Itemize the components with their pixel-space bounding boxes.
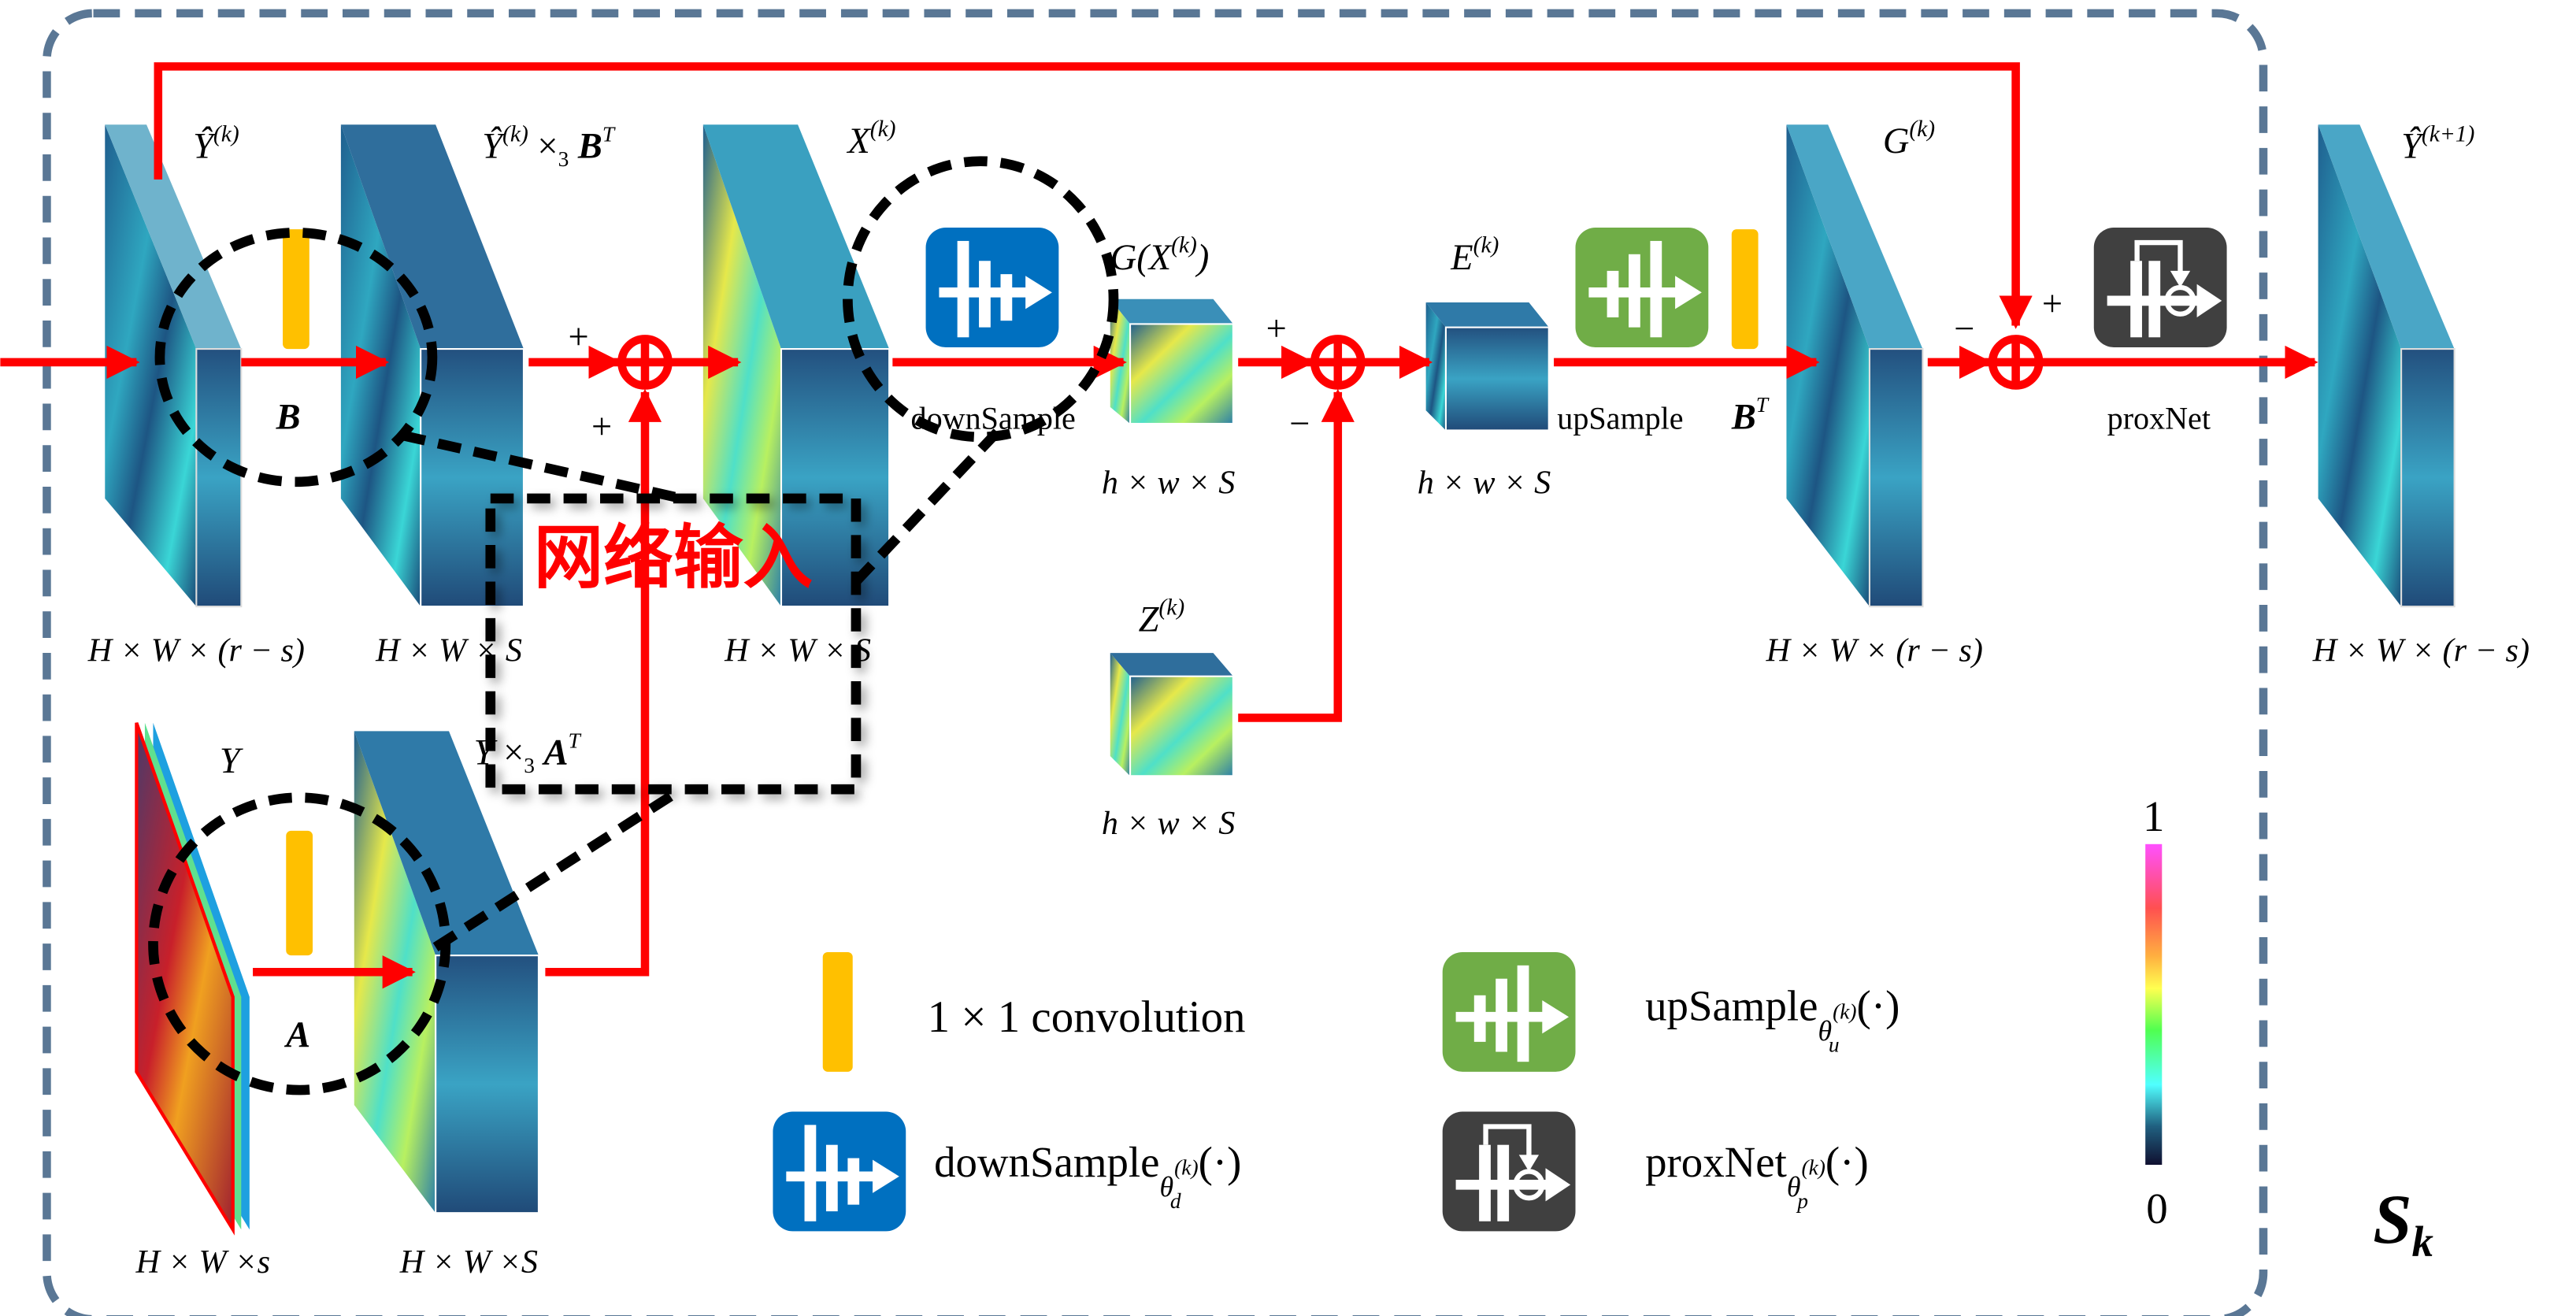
matrix-a-label: A xyxy=(284,1015,310,1055)
dims-y-hat-b: H × W × S xyxy=(375,632,522,669)
colorbar-gradient xyxy=(2145,843,2163,1166)
data-flow-arrows xyxy=(0,62,2318,989)
tensor-name-e-k: E(k) xyxy=(1450,233,1499,278)
legend-conv-label: 1 × 1 convolution xyxy=(928,992,1246,1042)
sign: − xyxy=(1289,404,1310,444)
cube-g-x xyxy=(1110,298,1234,425)
cube-e-k xyxy=(1425,302,1550,432)
upsample-label: upSample xyxy=(1557,400,1683,436)
callout-text: 网络输入 xyxy=(534,517,813,598)
stage-frame xyxy=(43,9,2268,1316)
upsample-icon xyxy=(1575,228,1709,347)
legend-proxnet-icon xyxy=(1442,1111,1576,1232)
matrix-bt-label: BT xyxy=(1731,393,1770,437)
legend-upsample-icon xyxy=(1442,951,1576,1072)
legend-upsample-label: upSampleθu(k)(·) xyxy=(1645,981,1900,1056)
callout-highlight: 网络输入 xyxy=(148,156,1119,1095)
sum-node-3 xyxy=(1988,335,2044,390)
proxnet-icon xyxy=(2093,228,2227,347)
tensor-name-y: Y xyxy=(220,741,243,781)
dims-e-k: h × w × S xyxy=(1418,465,1551,502)
downsample-icon xyxy=(925,228,1059,347)
conv-bar-a xyxy=(286,830,313,956)
sign: + xyxy=(591,407,612,447)
sign: − xyxy=(1954,310,1974,350)
slab-y-hat-k1 xyxy=(2318,124,2456,608)
sign: + xyxy=(2042,284,2063,324)
cube-z-k xyxy=(1110,653,1234,777)
dims-g-x: h × w × S xyxy=(1102,465,1235,502)
dims-y-hat-k: H × W × (r − s) xyxy=(87,632,305,669)
tensor-name-y-hat-k1: Ŷ(k+1) xyxy=(2401,121,2474,166)
tensor-name-g-x: G(X(k)) xyxy=(1110,233,1210,278)
legend-proxnet-label: proxNetθp(k)(·) xyxy=(1645,1138,1869,1213)
legend: 1 × 1 convolution upSampleθu(k)(·) downS… xyxy=(773,951,1900,1232)
tensor-name-x-k: X(k) xyxy=(846,117,895,161)
conv-bar-b xyxy=(283,229,309,350)
slab-g-k xyxy=(1786,124,1924,608)
sign: + xyxy=(569,317,589,358)
colorbar-max: 1 xyxy=(2143,792,2164,840)
dims-y-a: H × W ×S xyxy=(399,1244,538,1281)
legend-downsample-icon xyxy=(773,1111,906,1232)
legend-downsample-label: downSampleθd(k)(·) xyxy=(934,1138,1241,1213)
colorbar-min: 0 xyxy=(2146,1184,2167,1233)
slab-x-k xyxy=(702,124,891,608)
callout-box xyxy=(485,493,862,795)
sum-node-2 xyxy=(1310,335,1366,390)
matrix-b-label: B xyxy=(276,397,301,437)
dims-x-k: H × W × S xyxy=(724,632,871,669)
colorbar: 1 0 xyxy=(2143,792,2168,1233)
sign-labels: + + + − − + xyxy=(569,284,2063,447)
tensor-name-y-hat-k: Ŷ(k) xyxy=(193,121,239,166)
conv-bar-bt xyxy=(1731,229,1759,350)
tensor-name-y-hat-b: Ŷ(k) ×3 BT xyxy=(482,121,616,171)
tensor-name-z-k: Z(k) xyxy=(1139,595,1185,640)
tensor-name-g-k: G(k) xyxy=(1883,117,1935,161)
slab-y-hat-k xyxy=(105,124,243,608)
stage-label: Sk xyxy=(2373,1181,2433,1266)
proxnet-label: proxNet xyxy=(2107,400,2211,436)
slab-y-rgb xyxy=(135,722,250,1236)
dims-g-k: H × W × (r − s) xyxy=(1766,632,1983,669)
dims-y-hat-k1: H × W × (r − s) xyxy=(2312,632,2530,669)
sum-node-1 xyxy=(617,335,673,390)
legend-conv-icon xyxy=(822,951,853,1072)
dims-z-k: h × w × S xyxy=(1102,805,1235,842)
dims-y: H × W ×s xyxy=(135,1244,270,1281)
sign: + xyxy=(1266,310,1287,350)
